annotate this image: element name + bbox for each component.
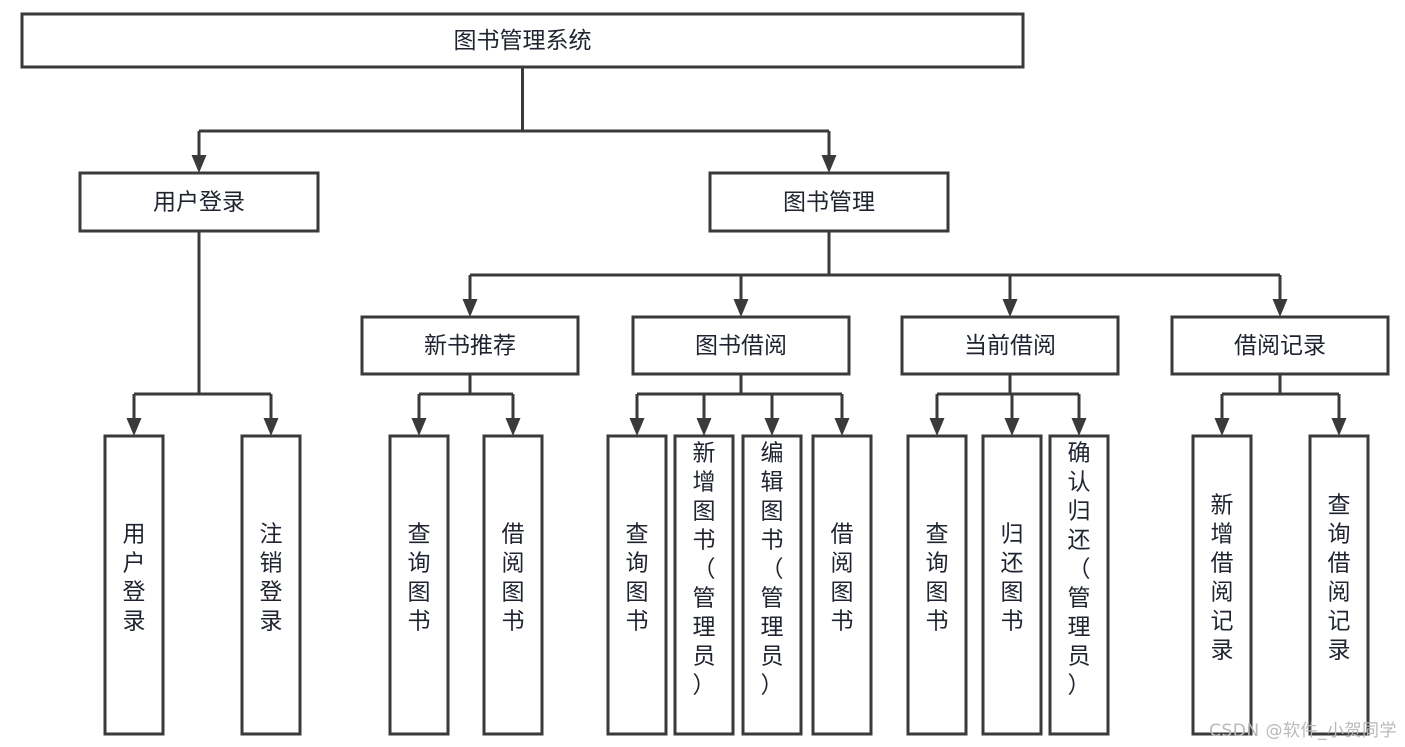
arrow-head-icon	[821, 155, 837, 173]
node-label: 借阅图书	[502, 522, 525, 635]
arrow-head-icon	[1004, 418, 1020, 436]
node-book-borrow[interactable]: 图书借阅	[631, 315, 851, 376]
node-label: 注销登录	[260, 522, 283, 635]
node-box	[981, 434, 1043, 736]
node-box	[906, 434, 968, 736]
node-box	[482, 434, 544, 736]
node-box	[1048, 434, 1110, 736]
arrow-head-icon	[1214, 418, 1230, 436]
node-leaf-return-book[interactable]: 归还图书	[981, 434, 1043, 736]
arrow-head-icon	[505, 418, 521, 436]
node-book-manage[interactable]: 图书管理	[708, 171, 950, 233]
arrow-head-icon	[462, 299, 478, 317]
node-label: 归还图书	[1001, 522, 1024, 635]
arrow-head-icon	[629, 418, 645, 436]
node-label: 编辑图书（管理员）	[761, 441, 784, 699]
arrow-head-icon	[411, 418, 427, 436]
node-label: 查询图书	[626, 522, 649, 635]
node-leaf-add-record[interactable]: 新增借阅记录	[1191, 434, 1253, 736]
node-box	[900, 315, 1120, 376]
connector-new-book-recommend	[411, 374, 521, 436]
node-label: 当前借阅	[964, 333, 1056, 359]
node-box	[631, 315, 851, 376]
node-box	[1191, 434, 1253, 736]
node-label: 查询图书	[408, 522, 431, 635]
node-leaf-add-book[interactable]: 新增图书（管理员）	[673, 434, 735, 736]
node-leaf-user-login[interactable]: 用户登录	[103, 434, 165, 736]
connector-current-borrow	[929, 374, 1087, 436]
node-box	[708, 171, 950, 233]
node-leaf-borrow-book-1[interactable]: 借阅图书	[482, 434, 544, 736]
node-label: 借阅图书	[831, 522, 854, 635]
node-label: 新增图书（管理员）	[693, 441, 716, 699]
arrow-head-icon	[696, 418, 712, 436]
node-user-login[interactable]: 用户登录	[78, 171, 320, 233]
node-leaf-query-book-1[interactable]: 查询图书	[388, 434, 450, 736]
node-box	[606, 434, 668, 736]
node-box	[388, 434, 450, 736]
node-current-borrow[interactable]: 当前借阅	[900, 315, 1120, 376]
arrow-head-icon	[126, 418, 142, 436]
node-box	[741, 434, 803, 736]
node-box	[1308, 434, 1370, 736]
arrow-head-icon	[1272, 299, 1288, 317]
arrow-head-icon	[1331, 418, 1347, 436]
connector-borrow-record	[1214, 374, 1347, 436]
arrow-head-icon	[929, 418, 945, 436]
node-root[interactable]: 图书管理系统	[20, 12, 1025, 69]
node-leaf-borrow-book-2[interactable]: 借阅图书	[811, 434, 873, 736]
node-box	[673, 434, 735, 736]
node-box	[20, 12, 1025, 69]
node-borrow-record[interactable]: 借阅记录	[1170, 315, 1390, 376]
node-box	[811, 434, 873, 736]
node-box	[103, 434, 165, 736]
arrow-head-icon	[764, 418, 780, 436]
node-leaf-query-record[interactable]: 查询借阅记录	[1308, 434, 1370, 736]
node-label: 查询图书	[926, 522, 949, 635]
node-label: 新增借阅记录	[1211, 493, 1234, 664]
arrow-head-icon	[1002, 299, 1018, 317]
node-leaf-confirm-return[interactable]: 确认归还（管理员）	[1048, 434, 1110, 736]
node-leaf-edit-book[interactable]: 编辑图书（管理员）	[741, 434, 803, 736]
connector-user-login	[126, 231, 279, 436]
connector-book-borrow	[629, 374, 850, 436]
node-box	[78, 171, 320, 233]
connector-book-manage	[462, 231, 1288, 317]
node-box	[1170, 315, 1390, 376]
connector-layer	[126, 67, 1347, 436]
node-label: 借阅记录	[1234, 333, 1326, 359]
node-leaf-query-book-2[interactable]: 查询图书	[606, 434, 668, 736]
connector-root	[191, 67, 837, 173]
node-label: 查询借阅记录	[1328, 493, 1351, 664]
node-box	[240, 434, 302, 736]
arrow-head-icon	[834, 418, 850, 436]
node-label: 图书管理系统	[454, 28, 592, 54]
arrow-head-icon	[191, 155, 207, 173]
watermark-label: CSDN @软件_小贺同学	[1209, 721, 1397, 741]
node-label: 用户登录	[153, 190, 245, 216]
node-box	[360, 315, 580, 376]
node-label: 新书推荐	[424, 333, 516, 359]
node-label: 用户登录	[123, 522, 146, 635]
node-leaf-logout[interactable]: 注销登录	[240, 434, 302, 736]
node-leaf-query-book-3[interactable]: 查询图书	[906, 434, 968, 736]
node-label: 图书管理	[783, 190, 875, 216]
arrow-head-icon	[1071, 418, 1087, 436]
node-label: 图书借阅	[695, 333, 787, 359]
node-layer: 图书管理系统用户登录图书管理新书推荐图书借阅当前借阅借阅记录用户登录注销登录查询…	[20, 12, 1390, 736]
node-new-book-recommend[interactable]: 新书推荐	[360, 315, 580, 376]
arrow-head-icon	[733, 299, 749, 317]
node-label: 确认归还（管理员）	[1068, 441, 1091, 699]
arrow-head-icon	[263, 418, 279, 436]
